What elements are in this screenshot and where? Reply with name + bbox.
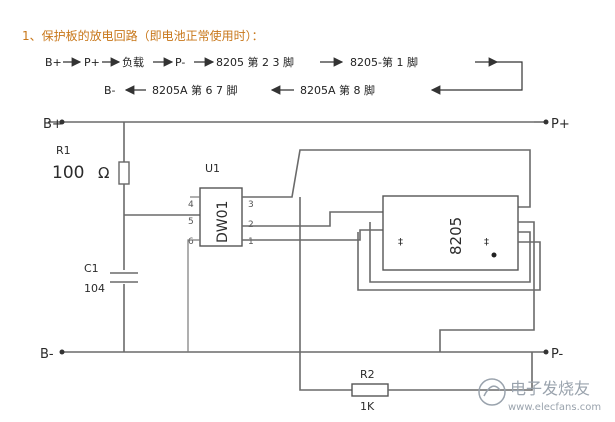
flow-load: 负载	[122, 55, 144, 69]
mosfet-8205-label: 8205	[447, 217, 465, 255]
dw01-pin-4: 4	[188, 200, 194, 210]
c1-ref: C1	[84, 262, 99, 275]
node-p-minus-label: P-	[551, 347, 564, 362]
flow-p-minus: P-	[175, 56, 185, 69]
dw01-chip	[199, 187, 243, 247]
r1-resistor	[118, 161, 130, 185]
node-b-minus-label: B-	[40, 347, 54, 362]
discharge-flow-top: B+ P+ 负载 P- 8205 第 2 3 脚 8205-第 1 脚	[45, 55, 523, 95]
r1-unit: Ω	[98, 164, 109, 182]
flow-b-plus: B+	[45, 56, 62, 69]
flow-8205a-pin-8: 8205A 第 8 脚	[300, 83, 375, 97]
flow-8205-pin-1: 8205-第 1 脚	[350, 55, 418, 69]
dw01-pin-2: 2	[248, 220, 254, 230]
mosfet-symbol-left: ‡	[398, 237, 403, 248]
mosfet-8205-chip	[382, 195, 519, 271]
r1-ref: R1	[56, 144, 71, 157]
discharge-flow-bottom: 8205A 第 8 脚 8205A 第 6 7 脚 B-	[104, 83, 375, 97]
watermark-cn: 电子发烧友	[510, 379, 590, 398]
u1-ref: U1	[205, 162, 220, 175]
dw01-pin-6: 6	[188, 237, 194, 247]
dw01-pin-1: 1	[248, 237, 254, 247]
r2-value: 1K	[360, 400, 375, 413]
watermark-logo: 电子发烧友 www.elecfans.com	[478, 378, 601, 413]
r2-ref: R2	[360, 368, 375, 381]
flow-8205a-pins-6-7: 8205A 第 6 7 脚	[152, 83, 238, 97]
mosfet-symbol-right: ‡	[484, 237, 489, 248]
c1-value: 104	[84, 282, 105, 295]
r1-value: 100	[52, 163, 84, 183]
dw01-pin-3: 3	[248, 200, 254, 210]
node-p-plus-label: P+	[551, 117, 570, 132]
flow-p-plus: P+	[84, 56, 100, 69]
node-b-plus-label: B+	[43, 117, 63, 132]
watermark-url: www.elecfans.com	[508, 402, 601, 413]
flow-b-minus: B-	[104, 84, 116, 97]
dw01-pin-5: 5	[188, 217, 194, 227]
dw01-part-label: DW01	[215, 201, 231, 243]
flow-8205-pins-2-3: 8205 第 2 3 脚	[216, 55, 294, 69]
r2-resistor	[351, 383, 389, 397]
diagram-title: 1、保护板的放电回路（即电池正常使用时）：	[22, 28, 264, 43]
